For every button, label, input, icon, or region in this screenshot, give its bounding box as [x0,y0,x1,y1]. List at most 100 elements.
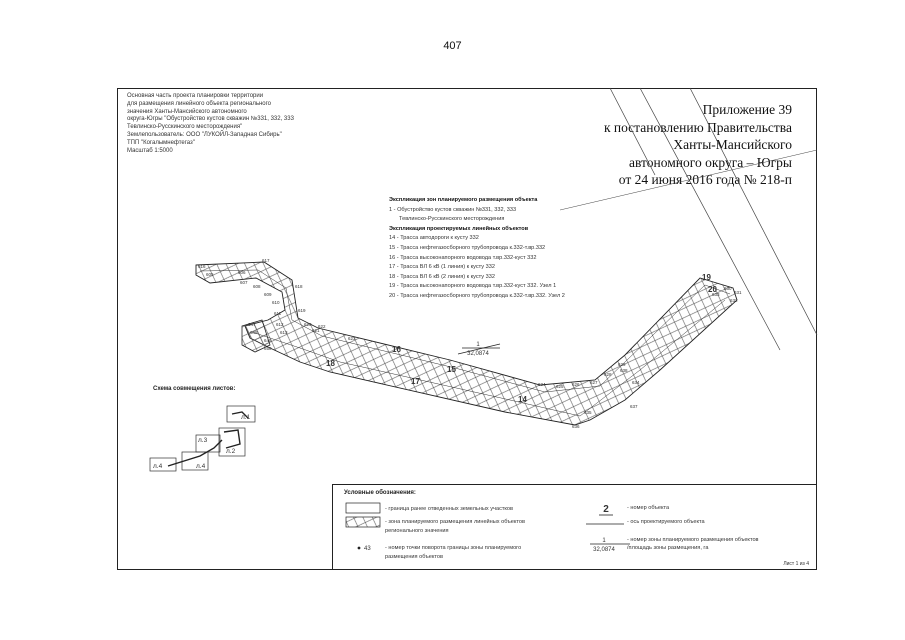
explication-linear-title: Экспликация проектируемых линейных объек… [389,225,529,232]
point-label: 605 [206,272,214,277]
project-line: округа-Югры "Обустройство кустов скважин… [127,116,294,123]
point-label: 622 [318,324,326,329]
legend-item: - номер зоны планируемого размещения объ… [627,537,759,543]
point-label: 648 [250,330,258,335]
point-label: 627 [590,380,598,385]
object-number: 14 [518,395,527,404]
point-label: 606 [238,270,246,275]
explication-linear-item: 20 - Трасса нефтегазосборного трубопрово… [389,292,565,299]
legend-zone-symbol [345,516,381,528]
explication-linear-item: 17 - Трасса ВЛ 6 кВ (1 линия) к кусту 33… [389,264,495,271]
boundary-line [689,87,818,336]
boundary-line [559,149,818,211]
point-label: 623 [348,336,356,341]
sheet-label: л.3 [198,437,208,444]
sheet-box [218,427,246,457]
point-label: 607 [240,280,248,285]
sheet-box [149,457,177,472]
point-label: 650 [264,346,272,351]
point-label: 647 [248,322,256,327]
sheet-label: л.4 [196,463,206,470]
legend-item: регионального значения [385,528,449,534]
object-number: 20 [708,285,717,294]
sheet-label: л.4 [153,463,163,470]
point-label: 624 [538,382,546,387]
explication-linear-item: 19 - Трасса высоконапорного водовода т.в… [389,283,557,290]
project-line: Основная часть проекта планировки террит… [127,93,264,99]
explication: Экспликация зон планируемого размещения … [389,196,565,302]
point-label: 637 [630,404,638,409]
legend-item: - ось проектируемого объекта [627,519,705,525]
object-number: 18 [326,359,335,368]
point-label: 629 [618,362,626,367]
planned-zone-pad [241,319,271,353]
legend-point-sample: 43 [364,546,371,552]
legend-item: - граница ранее отведенных земельных уча… [385,506,514,512]
sheet-box [226,405,256,423]
sheet-scheme [149,405,256,472]
project-line: Тевлинско-Русскинского месторождения" [127,124,243,131]
appendix-line: Ханты-Мансийского [673,137,792,152]
page-number: 407 [443,40,462,52]
scheme-title: Схема совмещения листов: [153,386,236,392]
point-label: 611 [274,311,282,316]
project-info: Основная часть проекта планировки террит… [127,93,294,155]
legend-item: размещения объектов [385,554,443,560]
legend-item: /площадь зоны размещения, га [627,545,709,551]
point-label: 609 [264,292,272,297]
legend-object-sample: 2 [603,504,609,515]
sheet-number: Лист 1 из 4 [783,561,809,567]
appendix-line: к постановлению Правительства [603,119,792,135]
boundary-line [609,87,656,176]
point-label: 649 [264,338,272,343]
point-label: 625 [556,384,564,389]
point-label: 636 [572,424,580,429]
point-label: 617 [262,258,270,263]
explication-zones-title: Экспликация зон планируемого размещения … [389,197,538,203]
point-label: 635 [584,410,592,415]
legend-item: - номер точки поворота границы зоны план… [385,545,522,551]
legend-title: Условные обозначения: [344,490,416,496]
point-label: 620 [304,322,312,327]
sheet-label: л.1 [241,414,251,421]
legend-box [332,484,817,570]
point-label: 618 [295,284,303,289]
point-label: 608 [253,284,261,289]
explication-linear-item: 15 - Трасса нефтегазосборного трубопрово… [389,244,546,251]
point-label: 619 [298,308,306,313]
point-label: 638 [620,368,628,373]
sheet-label: л.2 [226,448,236,455]
appendix-line: Приложение 39 [702,102,792,117]
project-line: для размещения линейного объекта региона… [127,100,271,107]
point-label: 626 [572,382,580,387]
appendix-line: автономного округа – Югры [629,154,792,170]
point-label: 633 [712,292,720,297]
point-label: 628 [604,372,612,377]
appendix-title: Приложение 39 к постановлению Правительс… [604,101,792,189]
planned-zone-corridor [195,261,738,426]
project-line: Землепользователь: ООО "ЛУКОЙЛ-Западная … [127,131,282,138]
explication-linear-item: 18 - Трасса ВЛ 6 кВ (2 линия) к кусту 33… [389,273,495,280]
explication-zone: Тевлинско-Русскинского месторождения [399,216,505,223]
zone-number: 1 [476,342,480,348]
legend-boundary-symbol [345,502,381,514]
legend-item: - зона планируемого размещения линейных … [385,519,525,525]
project-line: ТПП "Когалымнефтегаз" [127,139,195,146]
explication-linear-item: 14 - Трасса автодороги к кусту 332 [389,235,479,242]
point-label: 612 [276,322,284,327]
zone-label-leader [457,343,501,355]
explication-linear-item: 16 - Трасса высоконапорного водовода т.в… [389,254,537,261]
legend-point-symbol [357,546,361,550]
point-label: 610 [272,300,280,305]
point-label: 616 [198,264,206,269]
legend-item: - номер объекта [627,505,670,511]
object-number: 15 [447,365,456,374]
object-number: 19 [702,273,711,282]
boundary-line [639,87,781,351]
point-labels: 616 617 606 605 607 608 609 618 610 611 … [198,258,742,429]
appendix-line: от 24 июня 2016 года № 218-п [618,172,792,187]
legend-zone-sample-area: 32,0874 [593,547,615,553]
point-label: 634 [632,380,640,385]
point-label: 613 [280,330,288,335]
